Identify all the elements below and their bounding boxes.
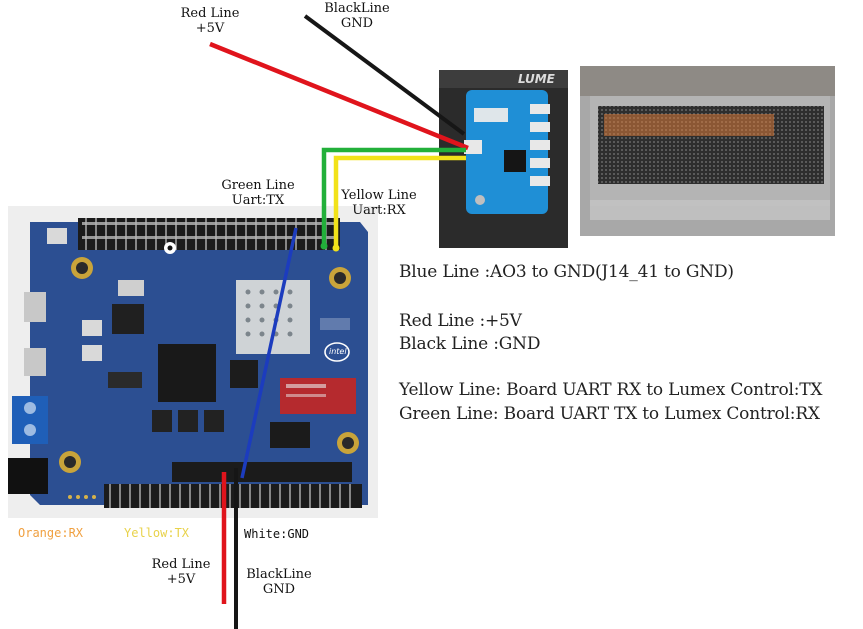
dev-board-photo (8, 206, 378, 518)
note-blue-line: Blue Line :AO3 to GND(J14_41 to GND) (399, 262, 734, 282)
black-wire-top (303, 14, 466, 136)
note-red-line: Red Line :+5V (399, 311, 522, 331)
black-gnd-text: GND (340, 16, 374, 31)
red-line-label-bottom: Red Line +5V (136, 557, 226, 587)
black-line-label-top: BlackLine GND (312, 1, 402, 31)
red-voltage-bottom-text: +5V (166, 572, 196, 587)
controller-brand-text: LUME (518, 72, 555, 86)
yellow-line-label: Yellow Line Uart:RX (334, 188, 424, 218)
yellow-wire (333, 155, 466, 250)
black-gnd-bottom-text: GND (262, 582, 296, 597)
note-yellow-line: Yellow Line: Board UART RX to Lumex Cont… (399, 380, 823, 400)
white-gnd-label: White:GND (244, 527, 310, 541)
led-display-photo (580, 66, 835, 236)
black-line-text: BlackLine (324, 1, 390, 16)
note-green-line: Green Line: Board UART TX to Lumex Contr… (399, 404, 820, 424)
red-line-label-top: Red Line +5V (165, 6, 255, 36)
red-line-text: Red Line (180, 6, 240, 21)
green-wire (321, 147, 466, 248)
green-line-label: Green Line Uart:TX (213, 178, 303, 208)
green-uart-text: Uart:TX (231, 193, 285, 208)
red-line-bottom-text: Red Line (151, 557, 211, 572)
yellow-uart-text: Uart:RX (352, 203, 406, 218)
note-black-line: Black Line :GND (399, 334, 541, 354)
blue-wire (240, 227, 298, 479)
yellow-tx-label: Yellow:TX (124, 526, 190, 540)
black-line-bottom-text: BlackLine (246, 567, 312, 582)
intel-logo-icon (324, 342, 350, 362)
orange-rx-label: Orange:RX (18, 526, 84, 540)
red-wire-top (209, 41, 469, 151)
yellow-line-text: Yellow Line (341, 188, 417, 203)
black-line-label-bottom: BlackLine GND (234, 567, 324, 597)
red-voltage-text: +5V (195, 21, 225, 36)
board-brand-text: intel (329, 347, 347, 356)
green-line-text: Green Line (221, 178, 295, 193)
